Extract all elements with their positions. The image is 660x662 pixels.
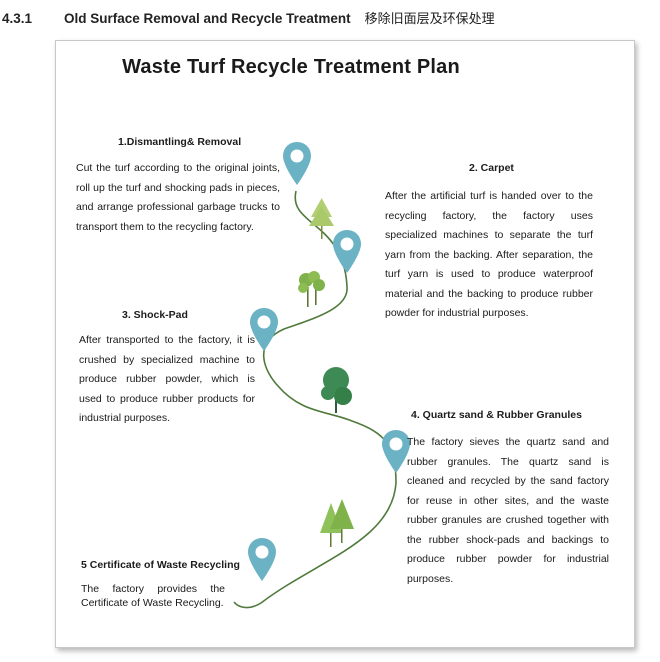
recycle-plan-figure: Waste Turf Recycle Treatment Plan bbox=[55, 40, 635, 648]
location-pin-icon bbox=[250, 308, 278, 351]
location-pin-icon bbox=[333, 230, 361, 273]
winding-road bbox=[233, 190, 397, 609]
location-pin-icon bbox=[382, 430, 410, 473]
step-1-title: 1.Dismantling& Removal bbox=[118, 136, 242, 148]
step-2-text: After the artificial turf is handed over… bbox=[385, 190, 593, 319]
step-3-title: 3. Shock-Pad bbox=[122, 309, 188, 321]
step-4-title: 4. Quartz sand & Rubber Granules bbox=[411, 409, 582, 421]
step-2-title: 2. Carpet bbox=[469, 162, 514, 174]
tree-icon bbox=[298, 271, 325, 307]
tree-icon bbox=[309, 198, 334, 239]
section-title-en: Old Surface Removal and Recycle Treatmen… bbox=[64, 11, 351, 26]
road-illustration bbox=[233, 190, 397, 609]
step-4-text: The factory sieves the quartz sand and r… bbox=[407, 436, 609, 585]
step-1-text: Cut the turf according to the original j… bbox=[76, 162, 280, 233]
section-number: 4.3.1 bbox=[2, 11, 33, 26]
tree-icon bbox=[320, 499, 354, 547]
tree-icon bbox=[321, 367, 352, 413]
plan-title: Waste Turf Recycle Treatment Plan bbox=[122, 56, 460, 78]
step-5-text: The factory provides the Certificate of … bbox=[81, 583, 225, 609]
section-heading: 4.3.1 Old Surface Removal and Recycle Tre… bbox=[2, 8, 652, 28]
location-pin-icon bbox=[248, 538, 276, 581]
step-3-text: After transported to the factory, it is … bbox=[79, 334, 255, 424]
location-pin-icon bbox=[283, 142, 311, 185]
step-5-title: 5 Certificate of Waste Recycling bbox=[81, 559, 240, 571]
section-title-cn: 移除旧面层及环保处理 bbox=[364, 12, 495, 27]
